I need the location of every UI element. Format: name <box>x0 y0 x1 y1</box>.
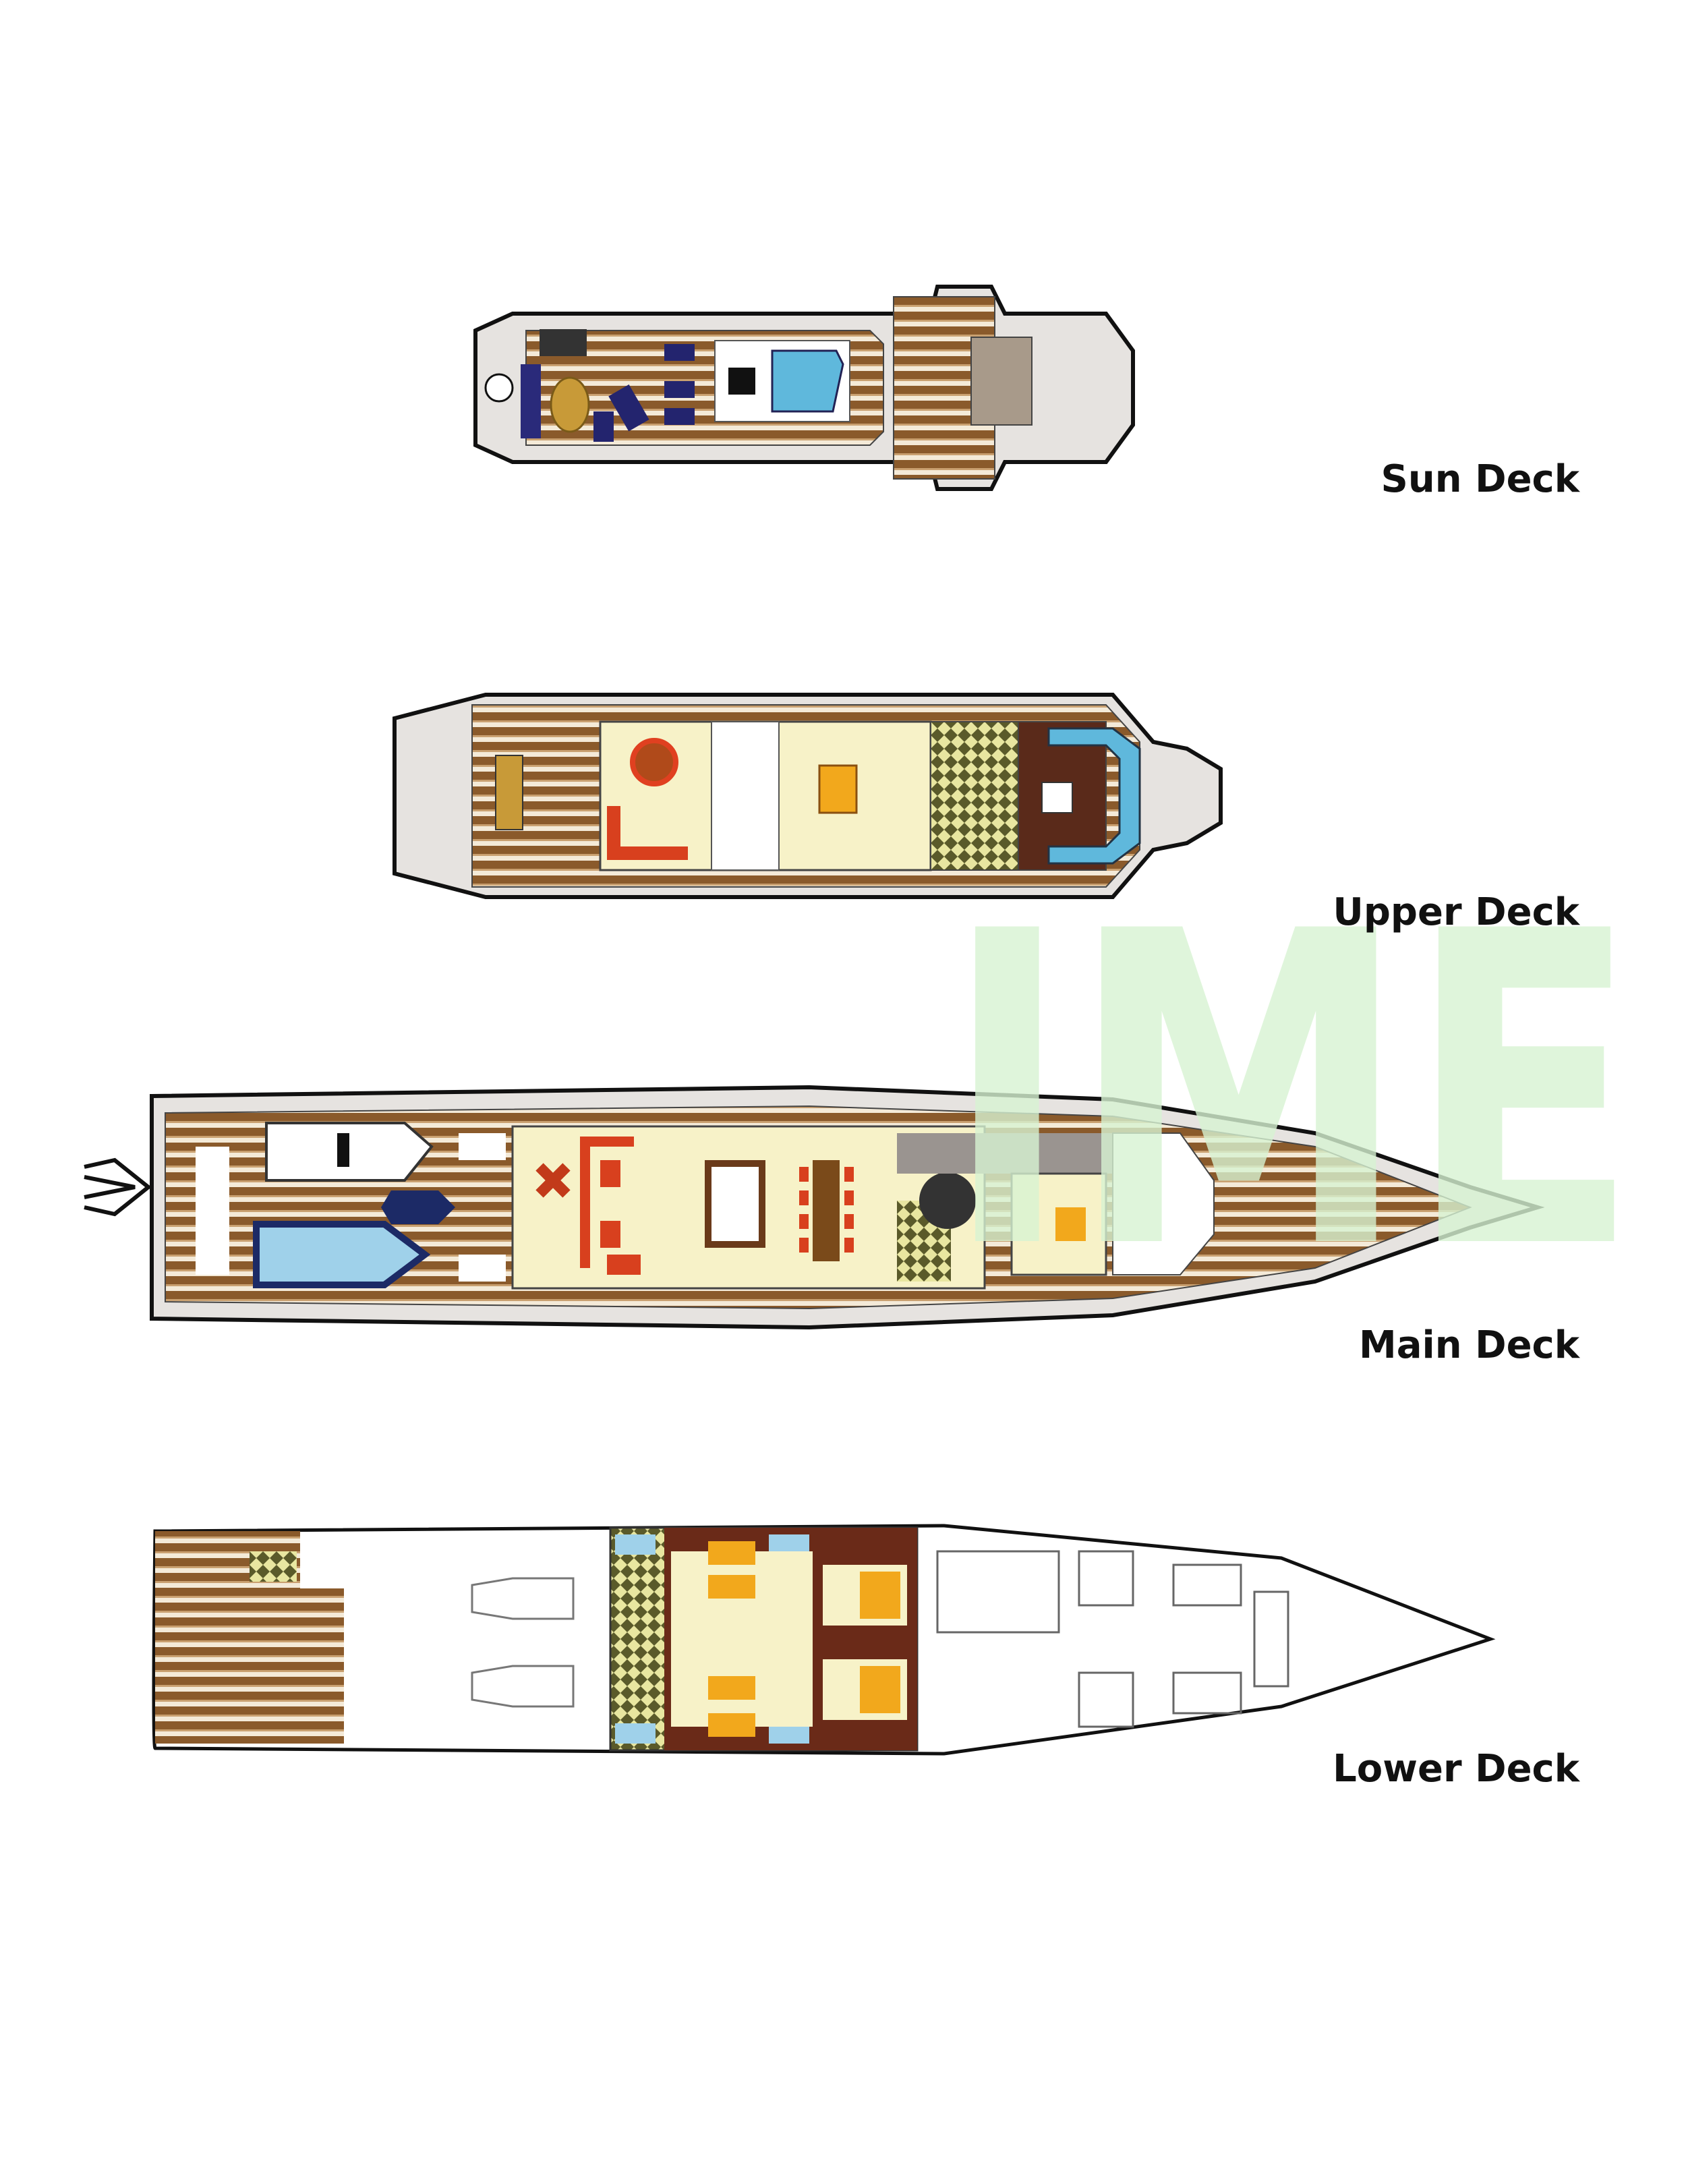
passerelle <box>84 1157 152 1217</box>
jet-ski <box>381 1190 455 1224</box>
bridge-console <box>1047 727 1141 865</box>
main-salon-sofa <box>580 1137 634 1268</box>
main-dining-table <box>813 1160 840 1261</box>
crew-area-outline <box>936 1550 1289 1728</box>
sun-deck-plan <box>473 285 1135 491</box>
main-deck-plan <box>84 1085 1545 1330</box>
main-staircase <box>705 1160 765 1248</box>
sun-deck-sofa <box>521 364 541 438</box>
lower-deck-plan <box>152 1524 1496 1756</box>
upper-dining-table <box>630 738 678 786</box>
upper-staircase <box>711 721 780 871</box>
spiral-staircase <box>919 1172 976 1229</box>
jacuzzi <box>771 349 844 413</box>
watermark-text: IME <box>944 904 1639 1261</box>
hatch <box>728 368 755 395</box>
aft-dining-table <box>495 755 523 830</box>
deck-label-sun: Sun Deck <box>1380 457 1579 501</box>
sun-deck-table <box>550 376 590 433</box>
guest-beds <box>708 1541 900 1737</box>
main-deck-bed <box>1055 1207 1086 1241</box>
deck-label-lower: Lower Deck <box>1333 1747 1579 1791</box>
engines <box>471 1577 575 1708</box>
upper-deck-plan <box>393 693 1223 899</box>
watermark-logo: IME <box>944 904 1639 1261</box>
upper-bed <box>818 764 858 814</box>
upper-sofa <box>607 806 688 860</box>
deck-label-main: Main Deck <box>1359 1323 1579 1367</box>
deck-label-upper: Upper Deck <box>1333 890 1579 934</box>
rib-tender <box>253 1221 431 1288</box>
